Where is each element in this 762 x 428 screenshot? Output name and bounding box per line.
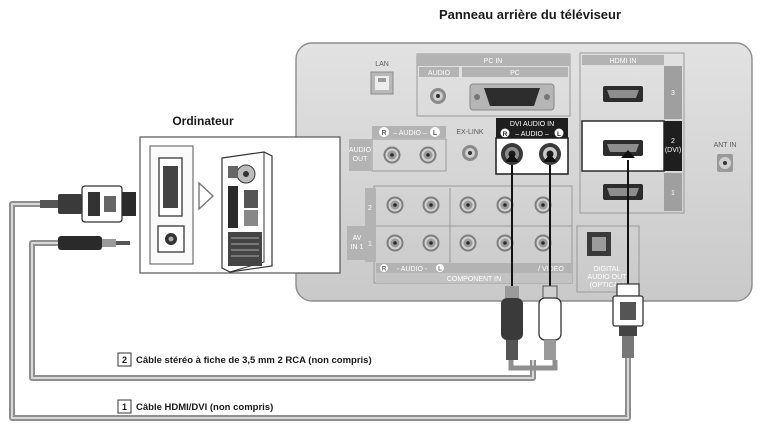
ex-link-label: EX-LINK	[456, 129, 484, 136]
pc-label: PC	[510, 70, 520, 77]
lan-port	[370, 71, 394, 95]
digital-label-1: DIGITAL	[594, 266, 621, 273]
hdmi-1-number: 1	[671, 190, 675, 197]
hdmi-2-number: 2	[671, 138, 675, 145]
svg-text:R: R	[381, 130, 386, 137]
av-row-1-label: 1	[368, 241, 372, 248]
dvi-audio-in-label: DVI AUDIO IN	[510, 121, 554, 128]
hdmi-3-port	[603, 86, 643, 102]
hdmi-dvi-cable	[9, 150, 644, 421]
cable-1-text: Câble HDMI/DVI (non compris)	[136, 402, 273, 413]
computer-label: Ordinateur	[172, 114, 234, 128]
cable-2-number: 2	[122, 355, 127, 365]
stereo-rca-cable	[29, 154, 562, 381]
audio-out-label-2: OUT	[353, 156, 369, 163]
digital-label-3: (OPTICAL)	[590, 282, 625, 289]
pc-audio-label: AUDIO	[428, 70, 451, 77]
ant-in-jack	[717, 154, 733, 172]
audio-out-label-1: AUDIO	[349, 147, 372, 154]
audio-out-l-jack	[419, 146, 437, 164]
pc-audio-jack	[430, 88, 446, 104]
audio-out-r-jack	[383, 146, 401, 164]
av-component-group: AV IN 1 2 1 R - AUDIO - L / VIDEO COMPON	[347, 185, 573, 284]
lan-label: LAN	[375, 61, 389, 68]
ex-link-jack	[462, 145, 478, 161]
pc-in-label: PC IN	[484, 58, 503, 65]
component-in-label: COMPONENT IN	[447, 276, 501, 283]
dvi-audio-lr-label: – AUDIO –	[515, 131, 549, 138]
hdmi-in-group: HDMI IN 3 2 (DVI) 1	[579, 52, 685, 214]
hdmi-3-number: 3	[671, 90, 675, 97]
tv-rear-panel: LAN PC IN AUDIO PC	[295, 42, 753, 302]
ant-in-label: ANT IN	[714, 142, 737, 149]
hdmi-in-label: HDMI IN	[610, 58, 637, 65]
page-title: Panneau arrière du téléviseur	[439, 7, 621, 22]
video-label: / VIDEO	[538, 266, 564, 273]
audio-out-lr-label: – AUDIO –	[393, 130, 427, 137]
digital-label-2: AUDIO OUT	[588, 274, 628, 281]
cable-1-number: 1	[122, 402, 127, 412]
digital-audio-out-group: DIGITAL AUDIO OUT (OPTICAL)	[576, 225, 640, 293]
svg-text:L: L	[557, 131, 561, 138]
av-in-label-1: AV	[353, 235, 362, 242]
vga-port	[469, 83, 555, 111]
svg-text:R: R	[382, 267, 387, 273]
pc-in-group: PC IN AUDIO PC	[416, 53, 571, 117]
cable-2-text: Câble stéréo à fiche de 3,5 mm 2 RCA (no…	[136, 355, 372, 366]
computer-tower	[221, 151, 273, 273]
dvi-audio-in-group: DVI AUDIO IN R L – AUDIO –	[495, 118, 569, 175]
av-row-2-label: 2	[368, 205, 372, 212]
svg-text:R: R	[503, 131, 508, 138]
svg-text:L: L	[433, 130, 438, 137]
cable-label-2: 2 Câble stéréo à fiche de 3,5 mm 2 RCA (…	[117, 352, 372, 367]
svg-text:L: L	[438, 267, 442, 273]
hdmi-1-port	[603, 184, 643, 200]
cable-label-1: 1 Câble HDMI/DVI (non compris)	[117, 399, 273, 414]
computer-rear-panel	[139, 136, 341, 274]
hdmi-2-dvi-label: (DVI)	[665, 147, 681, 154]
audio-out-group: R L – AUDIO – AUDIO OUT	[349, 126, 447, 172]
hdmi-2-port	[603, 140, 643, 156]
av-in-label-2: IN 1	[351, 244, 364, 251]
av-audio-label: - AUDIO -	[397, 266, 428, 273]
